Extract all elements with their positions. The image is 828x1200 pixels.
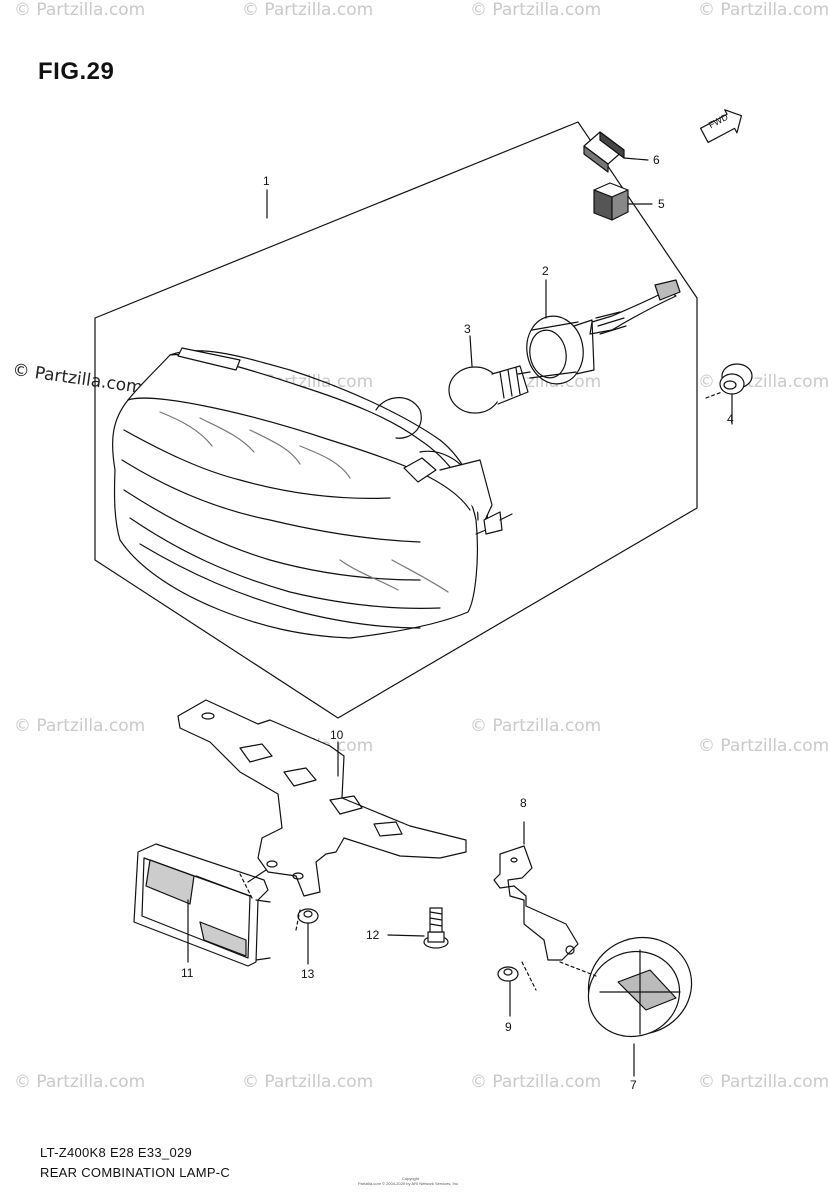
watermark: © Partzilla.com — [470, 0, 602, 20]
callout-11: 11 — [181, 966, 194, 980]
round-reflector-icon — [587, 936, 693, 1038]
watermark: © Partzilla.com — [242, 0, 374, 20]
callout-3: 3 — [464, 322, 471, 336]
watermark: © Partzilla.com — [14, 0, 146, 20]
bracket-icon — [177, 699, 467, 897]
callout-10: 10 — [330, 728, 344, 742]
reflector-icon — [133, 843, 271, 967]
fwd-arrow-icon — [699, 109, 743, 144]
callout-9: 9 — [505, 1020, 512, 1034]
figure-title: FIG.29 — [38, 58, 115, 85]
footer-code: LT-Z400K8 E28 E33_029 — [40, 1145, 193, 1160]
bulb-icon — [448, 365, 531, 414]
bulb-socket-icon — [526, 279, 681, 385]
callout-1: 1 — [263, 174, 270, 188]
watermark: © Partzilla.com — [14, 1072, 146, 1092]
watermark: © Partzilla.com — [698, 736, 828, 756]
callout-5: 5 — [658, 197, 665, 211]
callout-12: 12 — [366, 928, 380, 942]
watermark: © Partzilla.com — [470, 1072, 602, 1092]
callout-2: 2 — [542, 264, 549, 278]
assembly-outline — [94, 121, 698, 719]
callout-4: 4 — [727, 412, 734, 426]
reflector-bracket-icon — [493, 845, 579, 961]
watermark: © Partzilla.com — [242, 1072, 374, 1092]
bolt-icon — [423, 907, 449, 949]
fuse-block-icon — [593, 182, 629, 221]
copyright-line1: Copyright — [402, 1176, 420, 1181]
nut-icon — [297, 908, 319, 924]
copyright-line2: Partzilla.com © 2004-2020 by ARI Network… — [358, 1181, 459, 1186]
fuse-icon — [583, 131, 625, 173]
nut-icon — [497, 966, 519, 982]
grommet-icon — [719, 363, 753, 395]
callout-13: 13 — [301, 967, 315, 981]
watermark: © Partzilla.com — [698, 1072, 828, 1092]
callout-6: 6 — [653, 153, 660, 167]
tail-lamp-housing-icon — [111, 347, 513, 639]
callout-8: 8 — [520, 796, 527, 810]
footer-name: REAR COMBINATION LAMP-C — [40, 1165, 231, 1180]
callout-7: 7 — [630, 1078, 637, 1092]
watermark: © Partzilla.com — [470, 716, 602, 736]
watermark: © Partzilla.com — [698, 0, 828, 20]
watermark: © Partzilla.com — [14, 716, 146, 736]
